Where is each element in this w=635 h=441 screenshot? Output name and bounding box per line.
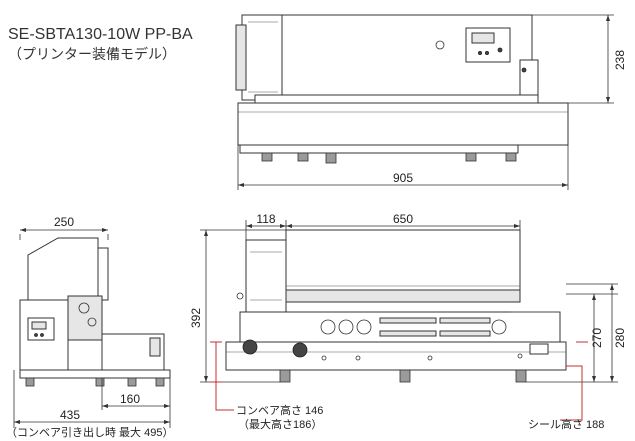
- front-knob-right: [292, 342, 308, 358]
- side-printer-housing: [27, 237, 99, 301]
- seal-height-label: シール高さ 188: [528, 417, 604, 431]
- dim-front-main: 650: [393, 212, 413, 226]
- side-caption: （コンベア引き出し時 最大 495）: [6, 425, 173, 439]
- top-indicator-lamp: [435, 40, 445, 50]
- side-view: 250 160 435 （コンベア引き出し時 最大 495）: [6, 215, 173, 439]
- side-mechanism: [67, 295, 103, 341]
- top-printer-roll: [235, 24, 247, 91]
- conveyor-height-label: コンベア高さ 146: [236, 403, 323, 417]
- front-knob-left: [242, 339, 258, 355]
- model-title: SE-SBTA130-10W PP-BA: [8, 26, 193, 43]
- front-conveyor-bed: [225, 341, 567, 371]
- front-view: 118 650 392 270 280 コンベア高さ 146 （最大高さ186）…: [189, 212, 627, 431]
- top-display: [471, 32, 495, 44]
- seal-height-marker: [560, 365, 583, 421]
- dim-front-height: 392: [189, 308, 203, 328]
- dim-front-left: 118: [256, 212, 275, 226]
- dim-top-height: 238: [613, 50, 627, 70]
- dim-side-depth: 435: [60, 408, 80, 422]
- front-printer-unit: [245, 239, 287, 313]
- top-conveyor-base: [237, 102, 569, 146]
- conveyor-max-label: （最大高さ186）: [238, 417, 322, 431]
- top-side-knob-block: [519, 59, 539, 96]
- model-subtitle: （プリンター装備モデル）: [8, 46, 176, 62]
- dim-side-offset: 160: [120, 392, 140, 406]
- top-view: 238 905: [235, 14, 627, 190]
- dim-side-width: 250: [54, 215, 74, 229]
- dim-front-h2: 280: [613, 328, 627, 348]
- top-printer-unit: [241, 14, 283, 101]
- dim-front-h1: 270: [590, 328, 604, 348]
- conveyor-height-marker: [215, 342, 234, 411]
- dim-top-width: 905: [393, 171, 413, 185]
- front-seal-mechanism: [239, 311, 561, 343]
